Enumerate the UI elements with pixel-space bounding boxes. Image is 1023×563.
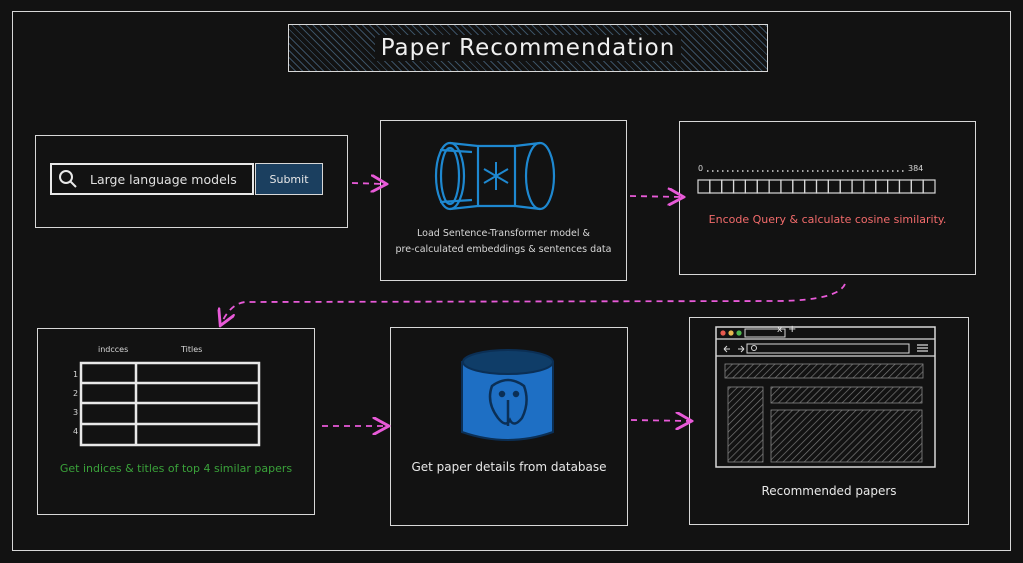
page-title: Paper Recommendation [374,35,682,61]
row-number-3: 3 [73,408,79,417]
diagram-frame [12,11,1011,551]
maximize-dot-icon [736,330,742,336]
load-model-caption-line1: Load Sentence-Transformer model & [417,228,590,239]
arrow-model-to-encode [629,196,682,197]
forward-arrow-icon [738,345,745,353]
snowflake-icon [483,162,509,190]
vector-start-label: 0 [698,164,704,173]
load-model-caption-line2: pre-calculated embeddings & sentences da… [395,244,612,255]
indices-step-box [37,328,315,515]
menu-icon [917,344,928,352]
load-model-caption: Load Sentence-Transformer model & pre-ca… [380,226,627,258]
indices-column-header: indcces [98,345,129,354]
minimize-dot-icon [728,330,734,336]
database-caption: Get paper details from database [411,460,607,474]
row-number-4: 4 [73,427,79,436]
search-icon [59,170,77,188]
search-query-text: Large language models [90,171,237,187]
row-number-1: 1 [73,370,79,379]
encode-caption: Encode Query & calculate cosine similari… [708,213,947,226]
elephant-icon [488,378,528,426]
back-arrow-icon [723,345,730,353]
vector-end-label: 384 [908,164,924,173]
browser-new-tab-icon: + [788,324,797,335]
vector-cell [922,179,936,194]
close-dot-icon [720,330,726,336]
browser-tab-close-icon: x [777,325,783,335]
indices-caption: Get indices & titles of top 4 similar pa… [59,462,293,475]
row-number-2: 2 [73,389,79,398]
arrow-search-to-model [351,183,385,184]
arrow-database-to-result [630,420,690,421]
search-input[interactable]: Large language models [50,163,254,195]
titles-column-header: Titles [181,345,203,354]
title-banner: Paper Recommendation [288,24,768,72]
submit-button[interactable]: Submit [255,163,323,195]
arrow-encode-to-indices [221,283,846,324]
encode-step-box [679,121,976,275]
result-caption: Recommended papers [761,484,897,498]
